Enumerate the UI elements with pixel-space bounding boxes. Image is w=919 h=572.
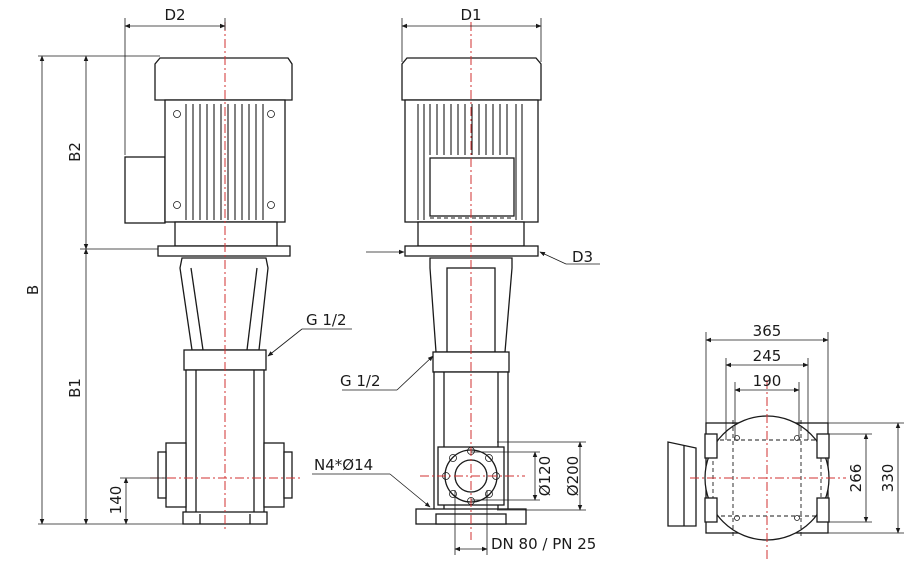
label-g-front: G 1/2 [340,372,381,390]
side-motor-cap [154,57,293,101]
side-terminal-box [124,156,166,224]
front-bolt-hole [485,490,493,498]
front-view [401,22,542,540]
side-flange-plate [157,245,291,257]
label-h266: 266 [847,464,865,493]
label-w365: 365 [753,322,782,340]
side-right-flange [263,442,285,508]
front-bolt-hole [485,454,493,462]
side-right-flange-face [283,451,293,499]
label-d2: D2 [164,6,185,24]
label-w245: 245 [753,347,782,365]
label-g-side: G 1/2 [306,311,347,329]
label-w190: 190 [753,372,782,390]
labels: D2 D1 B2 B B1 140 D3 G 1/2 G 1/2 N4*Ø14 … [24,6,897,553]
label-d120: Ø120 [536,456,554,496]
front-bolt-hole [449,490,457,498]
side-bolt [267,110,275,118]
label-d3: D3 [572,248,593,266]
side-view [124,22,300,532]
side-left-flange [165,442,187,508]
front-motor-fins [417,104,523,220]
label-b2: B2 [66,142,84,162]
top-view [667,380,846,560]
top-slot [816,497,830,523]
side-motor-adapter [174,221,278,247]
front-bolt-hole [449,454,457,462]
side-lantern-bracket [179,257,269,351]
label-h140: 140 [107,486,125,515]
label-b: B [24,285,42,295]
front-dimensions [312,18,600,555]
front-terminal-box [429,157,515,217]
top-dimensions [705,332,904,534]
label-n4: N4*Ø14 [314,456,373,474]
side-bolt [173,201,181,209]
top-side-port [667,441,697,527]
side-bolt [267,201,275,209]
label-dn: DN 80 / PN 25 [491,535,596,553]
label-b1: B1 [66,378,84,398]
label-d1: D1 [460,6,481,24]
label-d200: Ø200 [564,456,582,496]
top-slot [704,433,718,459]
side-dimensions [38,18,352,525]
top-slot [816,433,830,459]
side-bolt [173,110,181,118]
top-slot [704,497,718,523]
side-left-flange-face [157,451,167,499]
side-motor-fins [185,104,264,220]
label-h330: 330 [879,464,897,493]
